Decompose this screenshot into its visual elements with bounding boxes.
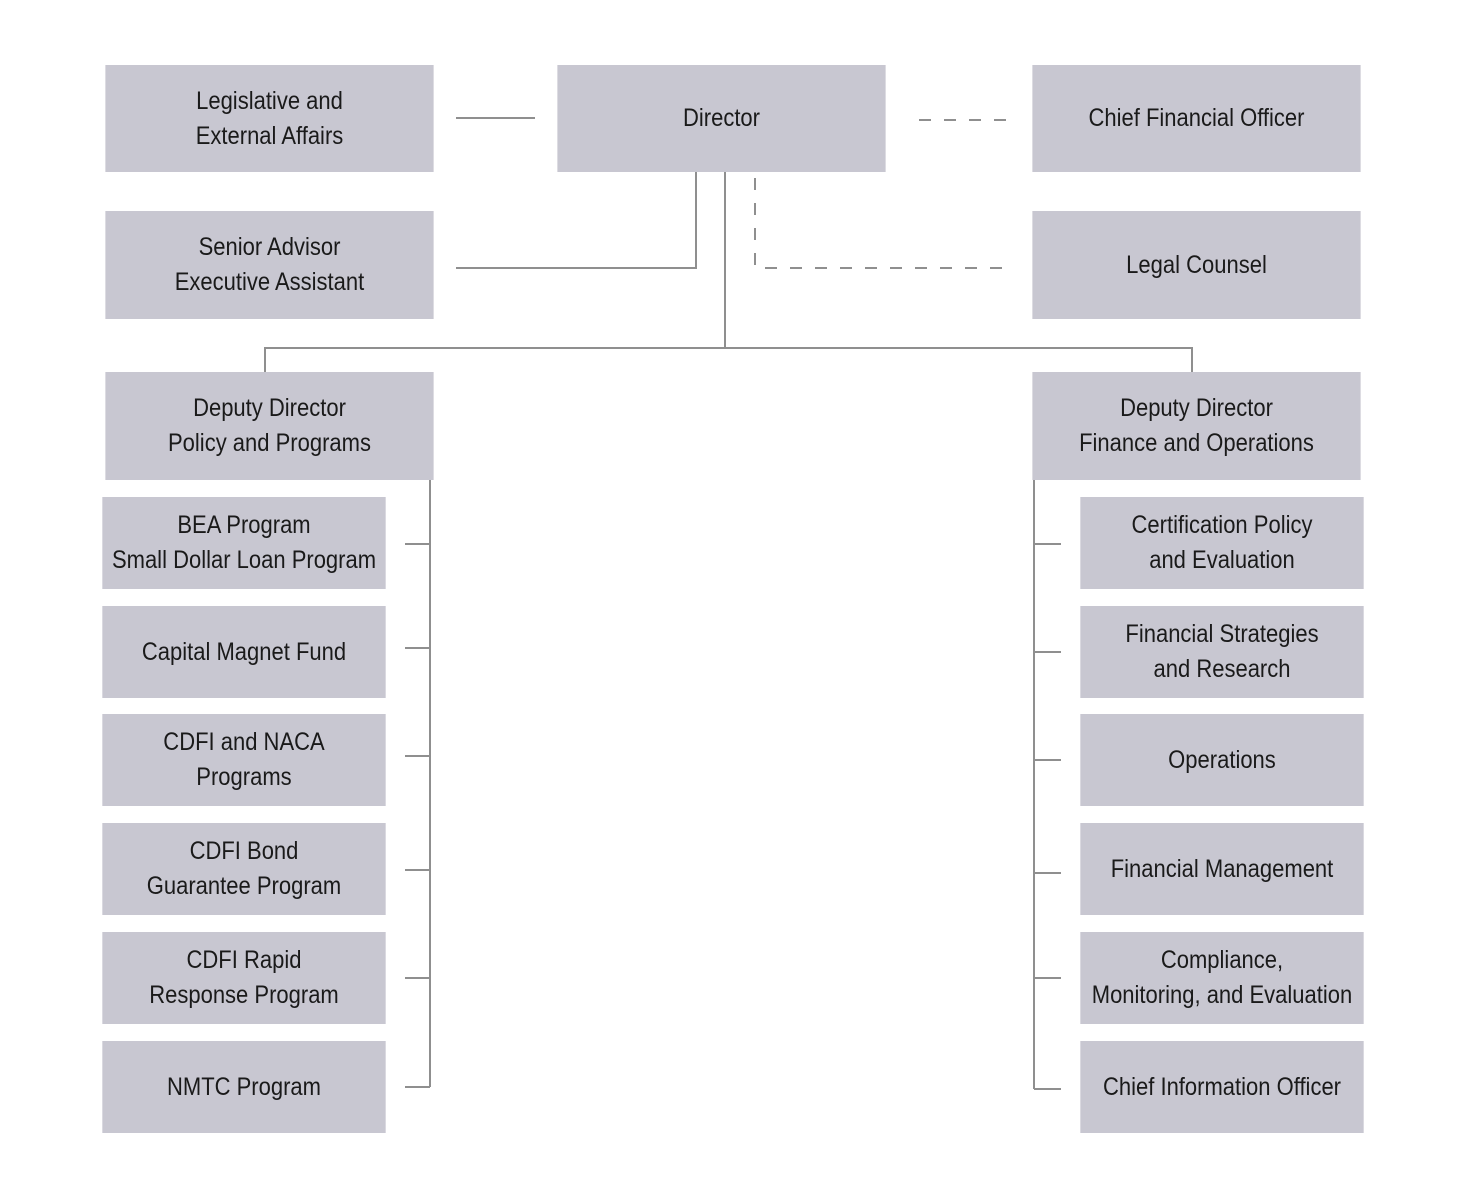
box-legal-counsel: Legal Counsel bbox=[1032, 211, 1361, 319]
box-director: Director bbox=[557, 65, 886, 172]
box-label: Financial Strategies bbox=[1125, 620, 1319, 648]
box-label: Director bbox=[682, 104, 760, 132]
box-label: Small Dollar Loan Program bbox=[111, 546, 377, 574]
box-nmtc-program: NMTC Program bbox=[102, 1041, 386, 1133]
box-label: CDFI Rapid bbox=[186, 946, 302, 974]
box-label: Financial Management bbox=[1110, 854, 1334, 883]
box-label: CDFI Bond bbox=[189, 837, 299, 865]
box-label: and Research bbox=[1153, 655, 1291, 683]
box-label: Compliance, bbox=[1160, 946, 1284, 974]
box-certification-policy: Certification Policy and Evaluation bbox=[1080, 497, 1364, 589]
box-label: Legislative and bbox=[196, 86, 343, 115]
box-compliance-monitoring: Compliance, Monitoring, and Evaluation bbox=[1080, 932, 1364, 1024]
box-label: Chief Information Officer bbox=[1102, 1072, 1342, 1101]
box-financial-management: Financial Management bbox=[1080, 823, 1364, 915]
box-label: External Affairs bbox=[195, 121, 344, 150]
box-label: Deputy Director bbox=[193, 394, 346, 422]
box-label: Policy and Programs bbox=[168, 429, 371, 457]
box-label: Guarantee Program bbox=[146, 872, 342, 900]
box-label: Monitoring, and Evaluation bbox=[1091, 981, 1353, 1009]
box-label: Finance and Operations bbox=[1079, 429, 1314, 457]
box-label: Legal Counsel bbox=[1126, 250, 1267, 279]
box-label: Deputy Director bbox=[1120, 394, 1273, 422]
box-label: NMTC Program bbox=[166, 1072, 321, 1101]
box-label: Senior Advisor bbox=[198, 233, 341, 261]
box-label: Chief Financial Officer bbox=[1088, 104, 1305, 132]
box-cdfi-naca: CDFI and NACA Programs bbox=[102, 714, 386, 806]
connector-legal-dashed bbox=[754, 178, 1008, 269]
connector-senior-advisor bbox=[456, 172, 697, 269]
box-operations: Operations bbox=[1080, 714, 1364, 806]
box-capital-magnet-fund: Capital Magnet Fund bbox=[102, 606, 386, 698]
box-label: Response Program bbox=[149, 981, 339, 1009]
box-label: and Evaluation bbox=[1149, 546, 1295, 574]
box-label: CDFI and NACA bbox=[163, 728, 325, 756]
connector-deputies-bar bbox=[264, 347, 1193, 372]
box-financial-strategies: Financial Strategies and Research bbox=[1080, 606, 1364, 698]
box-label: Operations bbox=[1168, 745, 1276, 774]
box-chief-information-officer: Chief Information Officer bbox=[1080, 1041, 1364, 1133]
box-label: Capital Magnet Fund bbox=[141, 637, 347, 666]
box-label: BEA Program bbox=[177, 511, 311, 539]
box-chief-financial-officer: Chief Financial Officer bbox=[1032, 65, 1361, 172]
box-label: Programs bbox=[196, 763, 292, 791]
box-label: Certification Policy bbox=[1131, 511, 1313, 539]
box-label: Executive Assistant bbox=[174, 268, 365, 296]
